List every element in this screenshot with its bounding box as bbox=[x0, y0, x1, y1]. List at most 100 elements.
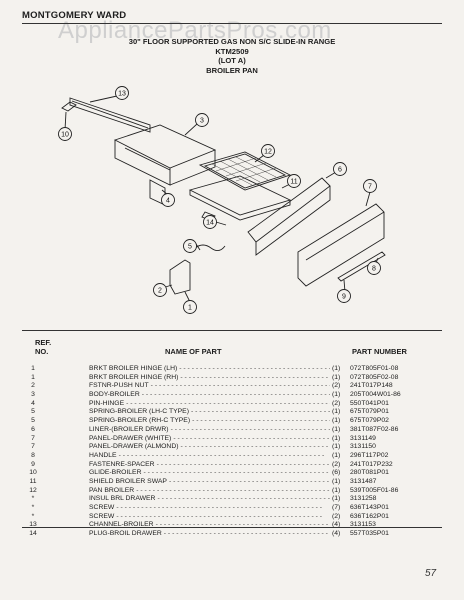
row-ref: 3 bbox=[31, 391, 35, 399]
row-qty: (1) bbox=[330, 425, 341, 435]
row-qty: (1) bbox=[330, 417, 341, 426]
range-title: 30" FLOOR SUPPORTED GAS NON S/C SLIDE-IN… bbox=[128, 37, 336, 46]
row-ref: 2 bbox=[31, 382, 35, 390]
row-part-number: 3131149 bbox=[350, 434, 376, 442]
row-ref: 13 bbox=[29, 521, 37, 529]
row-part-name: INSUL BRL DRAWER bbox=[89, 495, 334, 504]
callout-7: 7 bbox=[363, 179, 377, 193]
row-part-name: PANEL-DRAWER (ALMOND) bbox=[89, 443, 334, 452]
row-qty: (2) bbox=[330, 399, 341, 409]
lot-label: (LOT A) bbox=[218, 56, 246, 65]
row-part-number: 557T035P01 bbox=[350, 530, 389, 538]
row-qty: (1) bbox=[330, 391, 341, 400]
row-part-number: 241T017P232 bbox=[350, 460, 393, 468]
row-qty: (1) bbox=[330, 477, 341, 487]
row-part-name: BRKT BROILER HINGE (LH) bbox=[89, 365, 334, 374]
row-ref: 4 bbox=[31, 399, 35, 407]
svg-text:5: 5 bbox=[188, 244, 192, 251]
brand-name: MONTGOMERY WARD bbox=[22, 10, 127, 21]
broiler-body-part bbox=[113, 124, 217, 169]
row-part-number: 3131487 bbox=[350, 477, 377, 485]
row-part-name: SCREW bbox=[89, 504, 334, 513]
svg-text:13: 13 bbox=[118, 91, 126, 98]
row-qty: (7) bbox=[330, 504, 341, 513]
row-part-name: SPRING-BROILER (LH-C TYPE) bbox=[89, 408, 334, 417]
callout-14: 14 bbox=[203, 215, 217, 229]
row-part-name: FASTENRE-SPACER bbox=[89, 461, 334, 470]
callout-5: 5 bbox=[183, 239, 197, 253]
row-qty: (1) bbox=[330, 373, 341, 383]
svg-text:8: 8 bbox=[372, 266, 376, 273]
row-ref: 1 bbox=[31, 373, 35, 381]
broiler-pan-grid bbox=[198, 151, 292, 191]
row-part-number: 636T162P01 bbox=[350, 512, 389, 520]
row-part-number: 381T087F02-86 bbox=[350, 425, 399, 433]
liner-broiler-drawer bbox=[247, 177, 331, 243]
parts-row: *SCREW(2)636T162P01 bbox=[22, 512, 442, 522]
row-ref: 7 bbox=[31, 434, 35, 442]
ref-no-header: REF. NO. bbox=[35, 338, 51, 356]
row-part-name: PAN BROILER bbox=[89, 487, 334, 496]
callout-4: 4 bbox=[161, 193, 175, 207]
callout-6: 6 bbox=[333, 162, 347, 176]
parts-row: *INSUL BRL DRAWER(1)3131258 bbox=[22, 495, 442, 505]
page-number: 57 bbox=[425, 568, 437, 579]
row-ref: 11 bbox=[29, 477, 37, 485]
row-part-number: 296T117P02 bbox=[350, 451, 389, 459]
svg-text:1: 1 bbox=[188, 305, 192, 312]
svg-text:12: 12 bbox=[264, 149, 272, 156]
row-part-number: 539T005F01-86 bbox=[350, 486, 399, 494]
row-part-number: 550T041P01 bbox=[350, 399, 389, 407]
row-part-name: BRKT BROILER HINGE (RH) bbox=[89, 374, 334, 383]
watermark: AppliancePartsPros.com bbox=[58, 17, 332, 44]
drawer-panel-part bbox=[297, 203, 385, 287]
row-qty: (1) bbox=[330, 434, 341, 444]
svg-text:11: 11 bbox=[290, 179, 297, 186]
svg-text:14: 14 bbox=[206, 220, 214, 227]
row-ref: 5 bbox=[31, 417, 35, 425]
channel-broiler-part bbox=[69, 97, 151, 133]
row-ref: 1 bbox=[31, 365, 35, 372]
no-header: NO. bbox=[35, 347, 49, 356]
drawer-handle-part bbox=[337, 251, 386, 282]
title-block: 30" FLOOR SUPPORTED GAS NON S/C SLIDE-IN… bbox=[0, 37, 464, 75]
callout-3: 3 bbox=[195, 113, 209, 127]
exploded-parts-diagram: 13 10 3 12 4 11 6 14 7 5 8 9 2 1 bbox=[58, 86, 386, 314]
callout-13: 13 bbox=[115, 86, 129, 100]
parts-row: 1 BRKT BROILER HINGE (RH)(1) 072T805F02-08 bbox=[22, 373, 442, 383]
section-title: BROILER PAN bbox=[206, 65, 258, 75]
name-of-part-header: NAME OF PART bbox=[165, 347, 222, 356]
row-ref: 12 bbox=[29, 486, 37, 494]
row-ref: * bbox=[31, 504, 35, 511]
svg-text:7: 7 bbox=[368, 184, 372, 191]
row-qty: (2) bbox=[330, 382, 341, 392]
row-part-number: 072T805F02-08 bbox=[350, 373, 399, 381]
row-part-name: GLIDE-BROILER bbox=[89, 469, 334, 478]
row-qty: (1) bbox=[330, 495, 341, 505]
row-part-name: SCREW bbox=[89, 513, 334, 522]
row-part-number: 205T004W01-86 bbox=[350, 391, 401, 399]
row-ref: 8 bbox=[31, 451, 35, 459]
row-part-name: PLUG-BROIL DRAWER bbox=[89, 530, 334, 539]
row-ref: 14 bbox=[29, 530, 37, 538]
row-part-name: CHANNEL-BROILER bbox=[89, 521, 334, 530]
row-part-name: SPRING-BROILER (RH-C TYPE) bbox=[89, 417, 334, 426]
table-top-rule bbox=[22, 330, 442, 331]
callout-2: 2 bbox=[153, 283, 167, 297]
top-rule bbox=[22, 23, 442, 24]
parts-row: 3 BODY-BROILER(1) 205T004W01-86 bbox=[22, 391, 442, 400]
callout-9: 9 bbox=[337, 289, 351, 303]
row-ref: * bbox=[31, 512, 35, 520]
row-part-name: BODY-BROILER bbox=[89, 391, 334, 400]
